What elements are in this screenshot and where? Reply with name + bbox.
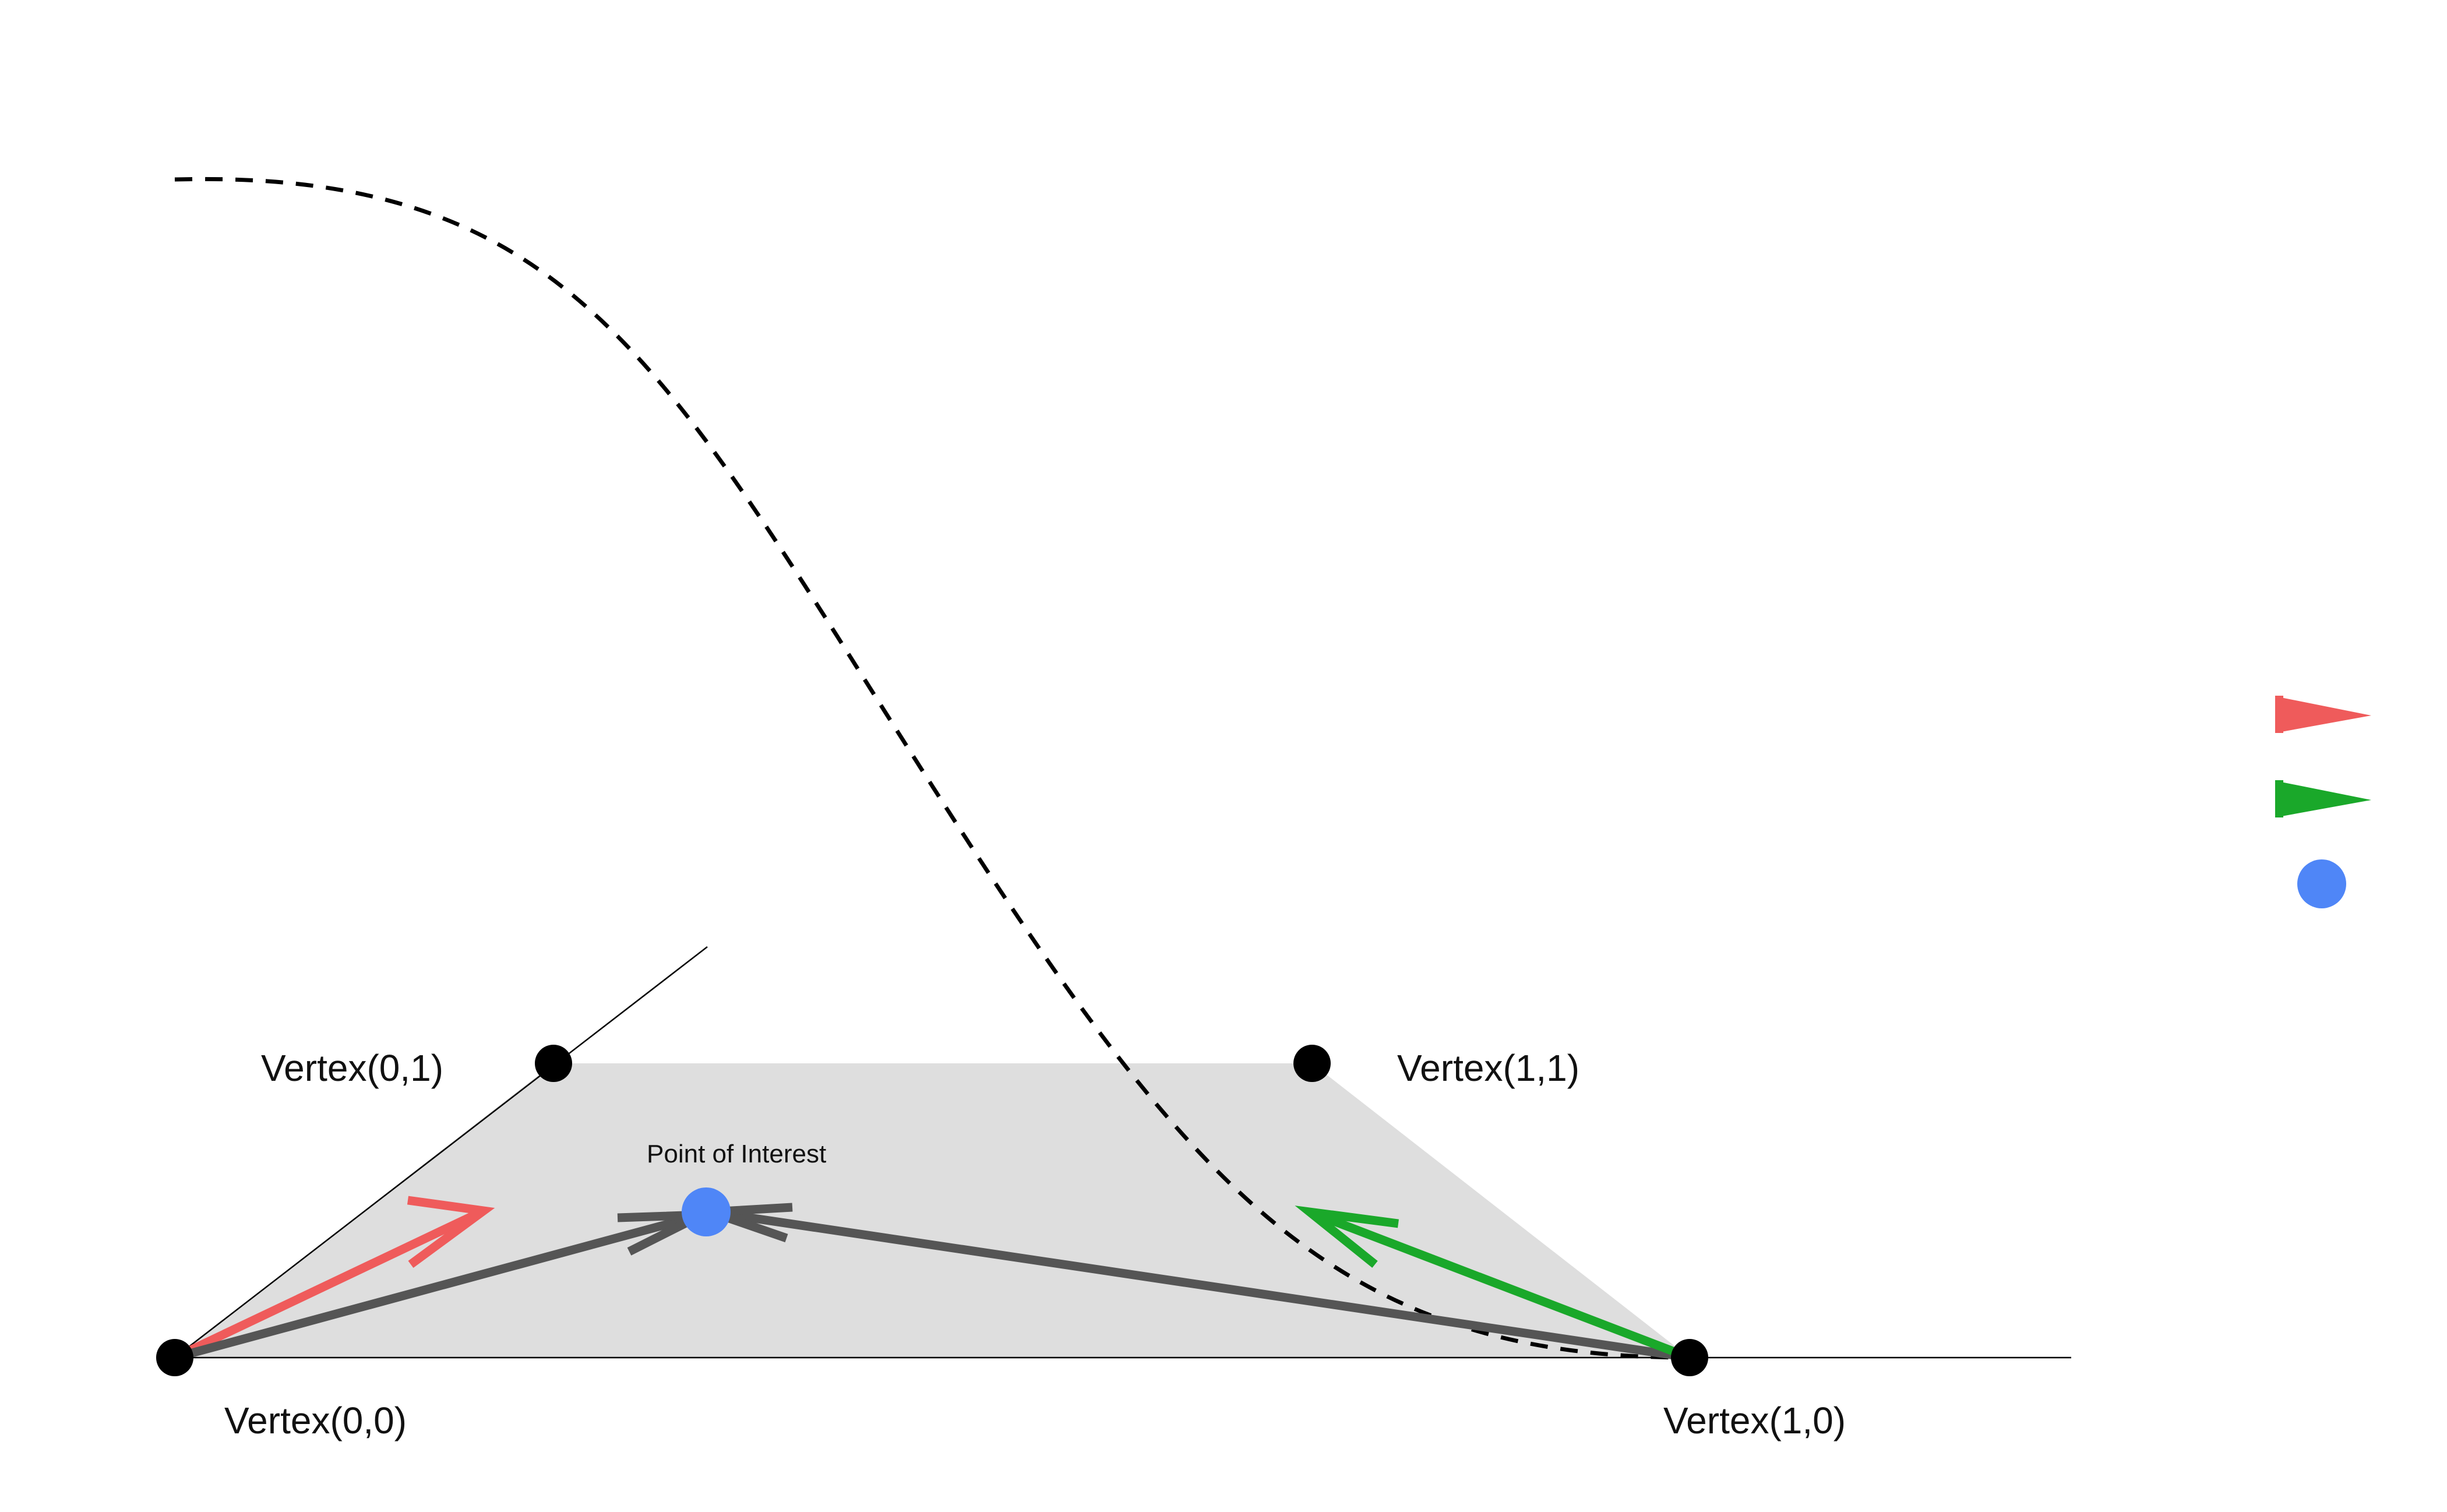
vertex-v10-dot [1671, 1339, 1708, 1376]
point-of-interest-label: Point of Interest [647, 1140, 826, 1168]
vertex-v00-dot [156, 1339, 193, 1376]
edge-vector-v-arrow [1295, 1206, 1691, 1362]
vertex-label-v11: Vertex(1,1) [1397, 1047, 1579, 1089]
legend [2275, 696, 2371, 908]
quad-face [175, 1063, 1690, 1358]
vertex-label-v01: Vertex(0,1) [261, 1047, 443, 1089]
red-arrowhead-icon [2275, 696, 2371, 733]
point-of-interest-dot [682, 1187, 731, 1236]
vertex-label-v10: Vertex(1,0) [1663, 1400, 1846, 1441]
vertex-label-v00: Vertex(0,0) [224, 1400, 407, 1441]
dashed-curve [174, 177, 1690, 1360]
edge-vector-u-arrow [172, 1196, 495, 1362]
left-edge-guide-line [174, 946, 708, 1358]
blue-dot-icon [2297, 859, 2346, 908]
green-arrowhead-icon [2275, 780, 2371, 817]
vertex-v11-dot [1293, 1045, 1331, 1082]
vertex-v01-dot [535, 1045, 572, 1082]
